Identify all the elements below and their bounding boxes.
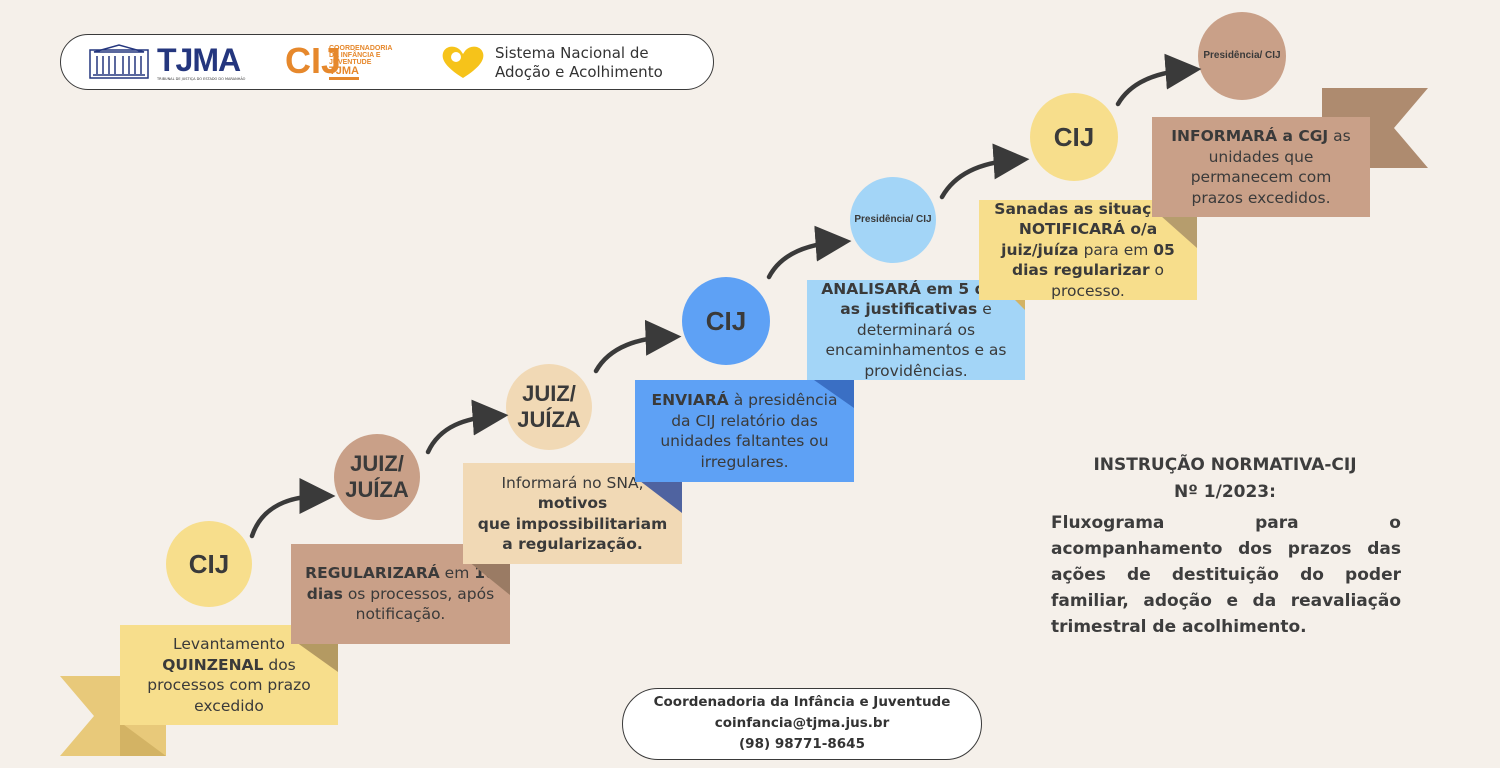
step-5-actor: Presidência/ CIJ (850, 177, 936, 263)
contact-org: Coordenadoria da Infância e Juventude (653, 694, 951, 710)
arrow-3 (593, 319, 682, 374)
step-4-fold (814, 380, 854, 408)
step-3-fold (640, 481, 682, 513)
step-1-fold (296, 642, 338, 672)
cij-logo-tjma: TJMA (329, 65, 359, 80)
cij-logo-lines: COORDENADORIA DA INFÂNCIA E JUVENTUDE (329, 45, 393, 66)
step-6-actor: CIJ (1030, 93, 1118, 181)
contact-email[interactable]: coinfancia@tjma.jus.br (714, 715, 890, 731)
step-2-actor: JUIZ/ JUÍZA (334, 434, 420, 520)
tjma-logo-text: TJMA (157, 42, 241, 78)
sna-logo-text: Sistema Nacional de Adoção e Acolhimento (495, 44, 663, 81)
contact-phone: (98) 98771-8645 (739, 736, 865, 752)
instruction-title: INSTRUÇÃO NORMATIVA-CIJ Nº 1/2023: (1093, 455, 1357, 502)
step-6-text: Sanadas as situações NOTIFICARÁ o/a juiz… (994, 199, 1182, 300)
step-7-text: INFORMARÁ a CGJ as unidades que permanec… (1171, 127, 1351, 207)
step-7-actor: Presidência/ CIJ (1198, 12, 1286, 100)
step-3-actor: JUIZ/ JUÍZA (506, 364, 592, 450)
logo-bar: TJMA TRIBUNAL DE JUSTIÇA DO ESTADO DO MA… (60, 34, 714, 90)
arrow-2 (425, 399, 509, 455)
arrow-1 (249, 478, 336, 539)
cij-logo: CIJ COORDENADORIA DA INFÂNCIA E JUVENTUD… (285, 41, 417, 85)
cij-logo-glyph: CIJ (285, 40, 342, 81)
step-6-fold (1161, 216, 1197, 248)
arrow-4 (766, 225, 852, 280)
instruction-body: Fluxograma para o acompanhamento dos pra… (1051, 513, 1401, 637)
step-7-box: INFORMARÁ a CGJ as unidades que permanec… (1152, 117, 1370, 217)
tjma-logo-subtitle: TRIBUNAL DE JUSTIÇA DO ESTADO DO MARANHÃ… (157, 77, 246, 81)
step-4-text: ENVIARÁ à presidência da CIJ relatório d… (651, 391, 838, 471)
step-5-text: ANALISARÁ em 5 dias as justificativas e … (821, 279, 1011, 380)
arrow-5 (939, 143, 1030, 200)
step-1-text: Levantamento QUINZENAL dos processos com… (147, 635, 311, 715)
contact-box: Coordenadoria da Infância e Juventude co… (622, 688, 982, 760)
arrow-6 (1115, 53, 1202, 107)
sna-heart-icon (442, 46, 484, 78)
step-4-box: ENVIARÁ à presidência da CIJ relatório d… (635, 380, 854, 482)
tjma-building-icon (89, 44, 149, 79)
step-2-fold (468, 561, 510, 595)
step-1-actor: CIJ (166, 521, 252, 607)
step-4-actor: CIJ (682, 277, 770, 365)
